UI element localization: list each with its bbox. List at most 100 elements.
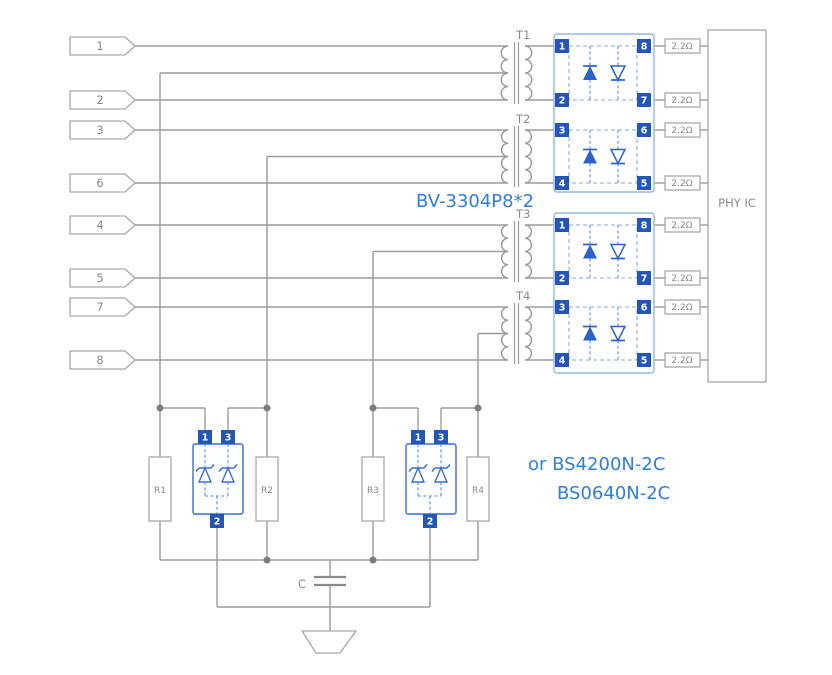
junction-dot [369,404,377,412]
connector-arrow-icon [69,173,136,193]
connector-pin-3: 3 [69,120,136,140]
transformer-t4: T4 [500,289,533,364]
series-resistor-label: 2.2Ω [671,96,692,106]
transformer-t3: T3 [500,207,533,282]
series-resistor [664,299,701,315]
tvs-pin [198,430,212,444]
primary-coil-icon [500,129,509,184]
down-diode-icon [609,65,627,82]
array-pin [637,93,651,107]
ground-icon [300,630,358,654]
shunt-resistor [255,456,279,522]
array-pin-label: 2 [559,274,566,285]
up-diode-icon [583,244,597,259]
array-channel-box [568,306,638,361]
series-resistor [664,352,701,368]
transformer-label: T4 [515,289,530,303]
series-resistor-label: 2.2Ω [671,356,692,366]
connector-arrow-icon [69,36,136,56]
transformer-label: T1 [515,28,530,42]
tvs-pin-label: 3 [438,433,445,444]
secondary-coil-icon [524,306,533,361]
junction-dot [474,404,482,412]
array-pin [555,123,569,137]
connector-pin-1: 1 [69,36,136,56]
array-pin-label: 1 [559,221,566,232]
shunt-resistors: R1 R2 R3 R4 [148,456,490,522]
array-channel-box [568,45,638,101]
connector-arrow-icon [69,215,136,235]
junction-dot [156,404,164,412]
tvs-pin-label: 3 [225,433,232,444]
up-diode-icon [583,149,597,164]
series-resistor [664,122,701,138]
tvs-pin [210,514,224,528]
array-pin-label: 4 [559,356,566,367]
series-resistor-label: 2.2Ω [671,274,692,284]
connector-arrow-icon [69,120,136,140]
connector-pin-label: 8 [96,353,103,367]
shunt-resistor [148,456,172,522]
array-pin-label: 3 [559,303,566,314]
array-pin-label: 6 [641,303,648,314]
up-diode-icon [583,66,597,80]
tvs-pin [221,430,235,444]
phy-ic-box [707,29,767,383]
connector-pin-5: 5 [69,268,136,288]
series-resistor-label: 2.2Ω [671,42,692,52]
connector-arrow-icon [69,90,136,110]
secondary-coil-icon [524,224,533,279]
transformer-label: T3 [515,207,530,221]
array-pin-label: 5 [641,179,648,190]
tvs-pin-label: 1 [202,433,209,444]
phy-ic: PHY IC [707,29,767,383]
capacitor: C [298,575,346,591]
connector-pin-label: 3 [96,123,103,137]
phy-ic-label: PHY IC [718,196,756,210]
junction-dot [263,556,271,564]
array-pin [555,353,569,367]
connector-pin-label: 7 [96,300,103,314]
junction-dot [263,404,271,412]
connector-pin-label: 1 [96,39,103,53]
transformer-t1: T1 [500,28,533,104]
shunt-resistor [361,456,385,522]
connector-pin-label: 4 [96,218,103,232]
array-pin [555,39,569,53]
array-pin-label: 1 [559,42,566,53]
shunt-resistor-label: R4 [472,486,484,496]
array-pin-label: 7 [641,96,648,107]
array-outline [553,33,655,193]
series-resistor-label: 2.2Ω [671,126,692,136]
array-pin [637,353,651,367]
series-resistor [664,38,701,54]
series-resistors: 2.2Ω 2.2Ω 2.2Ω 2.2Ω 2.2Ω 2.2Ω 2.2Ω 2.2Ω [664,38,701,368]
array-pin [555,218,569,232]
array-pin [637,271,651,285]
tvs-pin-label: 1 [415,433,422,444]
array-pin [555,300,569,314]
series-resistor-label: 2.2Ω [671,179,692,189]
tvs-pin-label: 2 [427,517,434,528]
series-resistor [664,175,701,191]
shunt-resistor-label: R1 [154,486,166,496]
array-pin-label: 7 [641,274,648,285]
part-number-label: BV-3304P8*2 [416,191,534,212]
secondary-coil-icon [524,129,533,184]
alt-part-label-line2: BS0640N-2C [557,483,670,504]
connector-arrow-icon [69,350,136,370]
primary-coil-icon [500,45,509,101]
signal-wires [135,45,708,631]
tvs-device-2: 1 3 2 [405,430,457,528]
array-pin-label: 6 [641,126,648,137]
array-outline [553,212,655,374]
left-connector-pins: 1 2 3 6 4 5 7 8 [69,36,136,370]
capacitor-label: C [298,577,306,591]
series-resistor-label: 2.2Ω [671,221,692,231]
down-diode-icon [609,325,627,343]
shunt-resistor-label: R2 [261,486,273,496]
series-resistor [664,217,701,233]
connector-pin-6: 6 [69,173,136,193]
junction-dots [156,404,482,564]
